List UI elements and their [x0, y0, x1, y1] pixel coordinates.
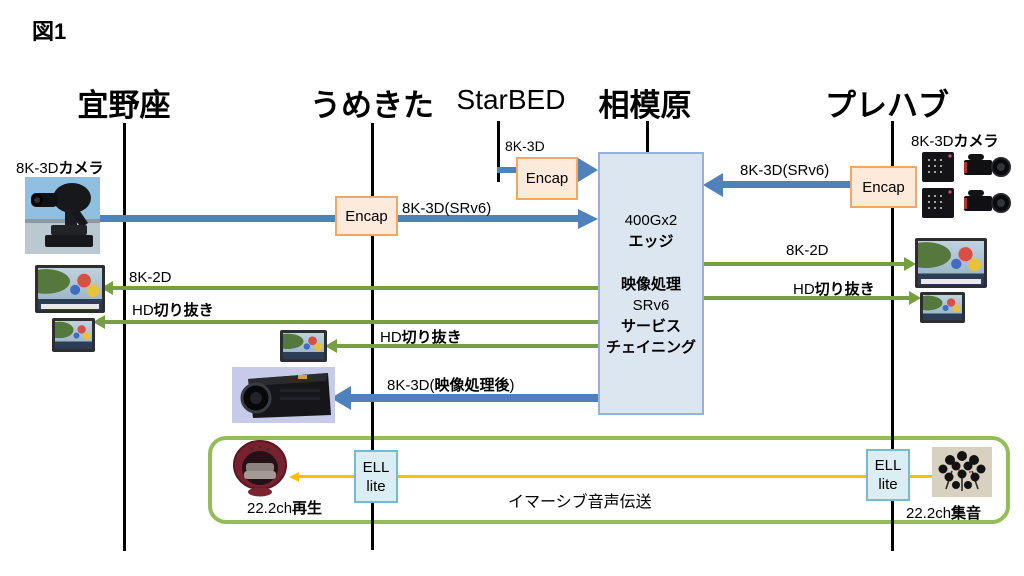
label-srv6-right: 8K-3D(SRv6): [740, 162, 830, 179]
monitor-screen: [55, 321, 92, 349]
monitor-caption-strip: [921, 279, 981, 284]
label-hd-right: HD切り抜き: [793, 281, 875, 298]
arrow-8k3d-processed-line: [351, 394, 600, 402]
site-line-prehab: [891, 121, 894, 551]
site-header-sagamihara: 相模原: [598, 88, 692, 123]
ell-label-1: ELL: [362, 458, 390, 476]
site-line-ginoza: [123, 123, 126, 551]
edge-service1: サービス: [620, 317, 681, 335]
site-header-ginoza: 宜野座: [77, 88, 171, 123]
encap-label: Encap: [345, 207, 388, 225]
arrow-hd-mid-head: [325, 339, 337, 353]
site-header-starbed: StarBED: [456, 84, 566, 115]
site-line-starbed: [497, 121, 500, 182]
ell-label-2: lite: [366, 477, 386, 495]
label-hd-left: HD切り抜き: [132, 302, 214, 319]
edge-service2: チェイニング: [605, 338, 696, 356]
arrow-8k3d-srv6-to-edge-line: [90, 215, 578, 222]
monitor-photo-prehab-8k2d: [915, 238, 987, 288]
arrow-starbed-encap-to-edge-head: [578, 158, 598, 182]
encap-box-starbed: Encap: [516, 157, 578, 200]
edge-role: エッジ: [628, 232, 674, 250]
label-8k2d-right: 8K-2D: [786, 242, 829, 259]
site-header-umekita: うめきた: [310, 88, 434, 123]
arrow-hd-right-head: [909, 291, 921, 305]
label-hd-mid: HD切り抜き: [380, 329, 462, 346]
arrow-hd-mid-line: [337, 344, 600, 348]
encap-box-prehab: Encap: [850, 166, 917, 208]
camera-photo-prehab-2: [922, 188, 1011, 218]
figure-label: 図1: [32, 19, 67, 44]
camera-label-right: 8K-3Dカメラ: [911, 133, 999, 150]
arrow-8k2d-left-line: [113, 286, 600, 290]
arrow-prehab-8k3d-srv6-line: [723, 181, 850, 188]
edge-protocol: SRv6: [632, 296, 670, 314]
label-audio-caption: イマーシブ音声伝送: [508, 494, 652, 511]
arrow-8k2d-right-head: [904, 257, 916, 271]
monitor-screen: [918, 241, 984, 285]
label-capture: 22.2ch集音: [906, 505, 982, 522]
audio-line: [299, 475, 932, 478]
arrow-starbed-to-encap-line: [497, 167, 518, 173]
arrow-8k3d-processed-head: [331, 386, 351, 410]
label-srv6-left: 8K-3D(SRv6): [402, 200, 492, 217]
monitor-photo-ginoza-8k2d: [35, 265, 105, 313]
ell-lite-box-left: ELL lite: [354, 450, 398, 503]
edge-capacity: 400Gx2: [624, 211, 678, 229]
arrow-8k2d-right-line: [702, 262, 904, 266]
label-8k2d-left: 8K-2D: [129, 269, 172, 286]
immersive-audio-frame: [208, 436, 1010, 524]
monitor-screen: [923, 295, 962, 320]
edge-function: 映像処理: [620, 275, 681, 293]
audio-line-head: [289, 472, 299, 482]
encap-box-umekita: Encap: [335, 196, 398, 236]
projector-photo-umekita: [232, 367, 335, 423]
ell-label-1: ELL: [874, 457, 902, 474]
site-line-sagamihara: [646, 121, 649, 153]
ell-lite-box-right: ELL lite: [866, 449, 910, 501]
encap-label: Encap: [525, 170, 569, 187]
monitor-screen: [38, 268, 102, 310]
label-playback: 22.2ch再生: [247, 500, 323, 517]
monitor-photo-prehab-hd: [920, 292, 965, 323]
chair-photo-playback: [233, 440, 287, 497]
arrow-hd-right-line: [702, 296, 909, 300]
monitor-photo-ginoza-hd: [52, 318, 95, 352]
site-header-prehab: プレハブ: [825, 88, 949, 123]
monitor-screen: [283, 333, 324, 359]
arrow-8k3d-srv6-to-edge-head: [578, 209, 598, 229]
arrow-hd-left-head: [93, 315, 105, 329]
camera-photo-prehab-1: [922, 152, 1011, 182]
arrow-hd-left-line: [105, 320, 600, 324]
camera-label-left: 8K-3Dカメラ: [16, 160, 104, 177]
label-starbed-feed: 8K-3D: [505, 138, 545, 154]
monitor-caption-strip: [41, 304, 99, 309]
arrow-prehab-8k3d-srv6-head: [703, 173, 723, 197]
site-line-umekita: [371, 123, 374, 550]
mic-array-photo-capture: [932, 447, 992, 497]
label-8k3d-processed: 8K-3D(映像処理後): [387, 377, 515, 394]
encap-label: Encap: [862, 178, 905, 196]
monitor-photo-umekita-hd: [280, 330, 327, 362]
camera-photo-ginoza: [25, 177, 100, 254]
ell-label-2: lite: [878, 476, 898, 493]
edge-processing-box: 400Gx2 エッジ 映像処理 SRv6 サービス チェイニング: [598, 152, 704, 415]
